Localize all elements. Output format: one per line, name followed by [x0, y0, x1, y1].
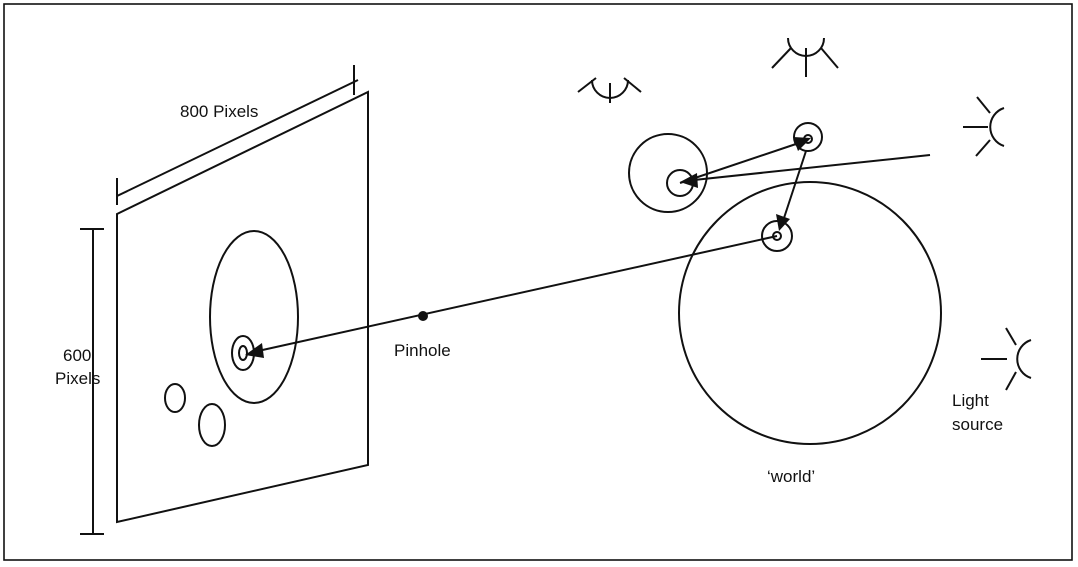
diagram-frame: [3, 3, 1073, 561]
ray-to-image: [257, 235, 778, 352]
bounce-ray-2: [783, 150, 807, 219]
height-label-line2: Pixels: [55, 369, 101, 388]
medium-sphere: [628, 133, 708, 213]
world-hit-outer: [761, 220, 793, 252]
light-source-icon: [771, 37, 839, 77]
light-source-icon: [981, 327, 1032, 391]
pinhole-label: Pinhole: [394, 341, 451, 360]
world-sphere: [678, 181, 942, 445]
width-label: 800 Pixels: [180, 102, 259, 121]
height-dimension: [80, 228, 104, 535]
projected-large-sphere: [209, 230, 299, 404]
projected-small-sphere-2: [198, 403, 226, 447]
image-plane: [116, 90, 369, 524]
light-source-label-line2: source: [952, 415, 1004, 434]
projected-small-sphere-1: [164, 383, 186, 413]
bounce-ray-1: [679, 143, 797, 184]
pinhole-dot: [418, 311, 428, 321]
light-source-label-line1: Light: [952, 391, 989, 410]
light-source-icon: [577, 77, 642, 103]
ray-arrowhead: [245, 343, 264, 358]
world-label: ‘world’: [767, 467, 816, 486]
projected-point-inner: [238, 345, 248, 361]
width-dimension: [116, 65, 359, 205]
light-source-icon: [963, 96, 1005, 157]
light-ray-incoming: [693, 154, 931, 181]
world-hit-inner: [772, 231, 782, 241]
bounce-arrowhead-1: [793, 137, 811, 151]
bounce-arrowhead-2: [776, 214, 790, 231]
small-sphere-hit-outer: [793, 122, 823, 152]
height-label-line1: 600: [63, 346, 92, 365]
